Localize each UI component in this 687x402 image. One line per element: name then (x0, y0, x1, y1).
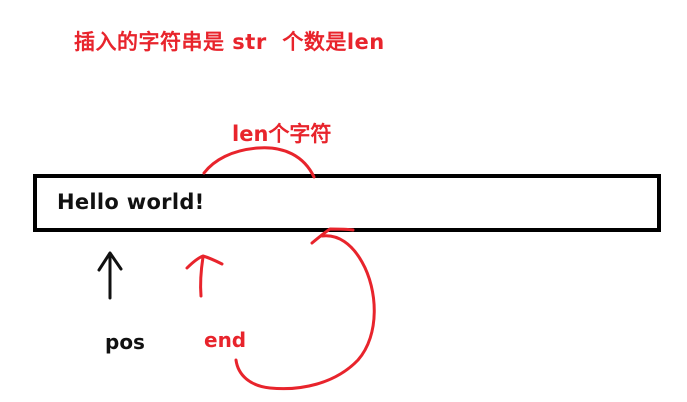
string-content: Hello world! (57, 190, 205, 214)
end-arrow-icon (185, 254, 224, 298)
heading-text: 插入的字符串是 str 个数是len (74, 30, 385, 54)
string-box: Hello world! (33, 174, 661, 232)
end-label: end (204, 328, 247, 352)
len-span-arc (202, 146, 316, 179)
move-loop-arrowhead-icon (310, 227, 355, 245)
pos-arrow-icon (97, 251, 123, 300)
move-loop-arrow (234, 234, 376, 391)
len-characters-label: len个字符 (232, 122, 332, 146)
pos-label: pos (105, 330, 145, 354)
